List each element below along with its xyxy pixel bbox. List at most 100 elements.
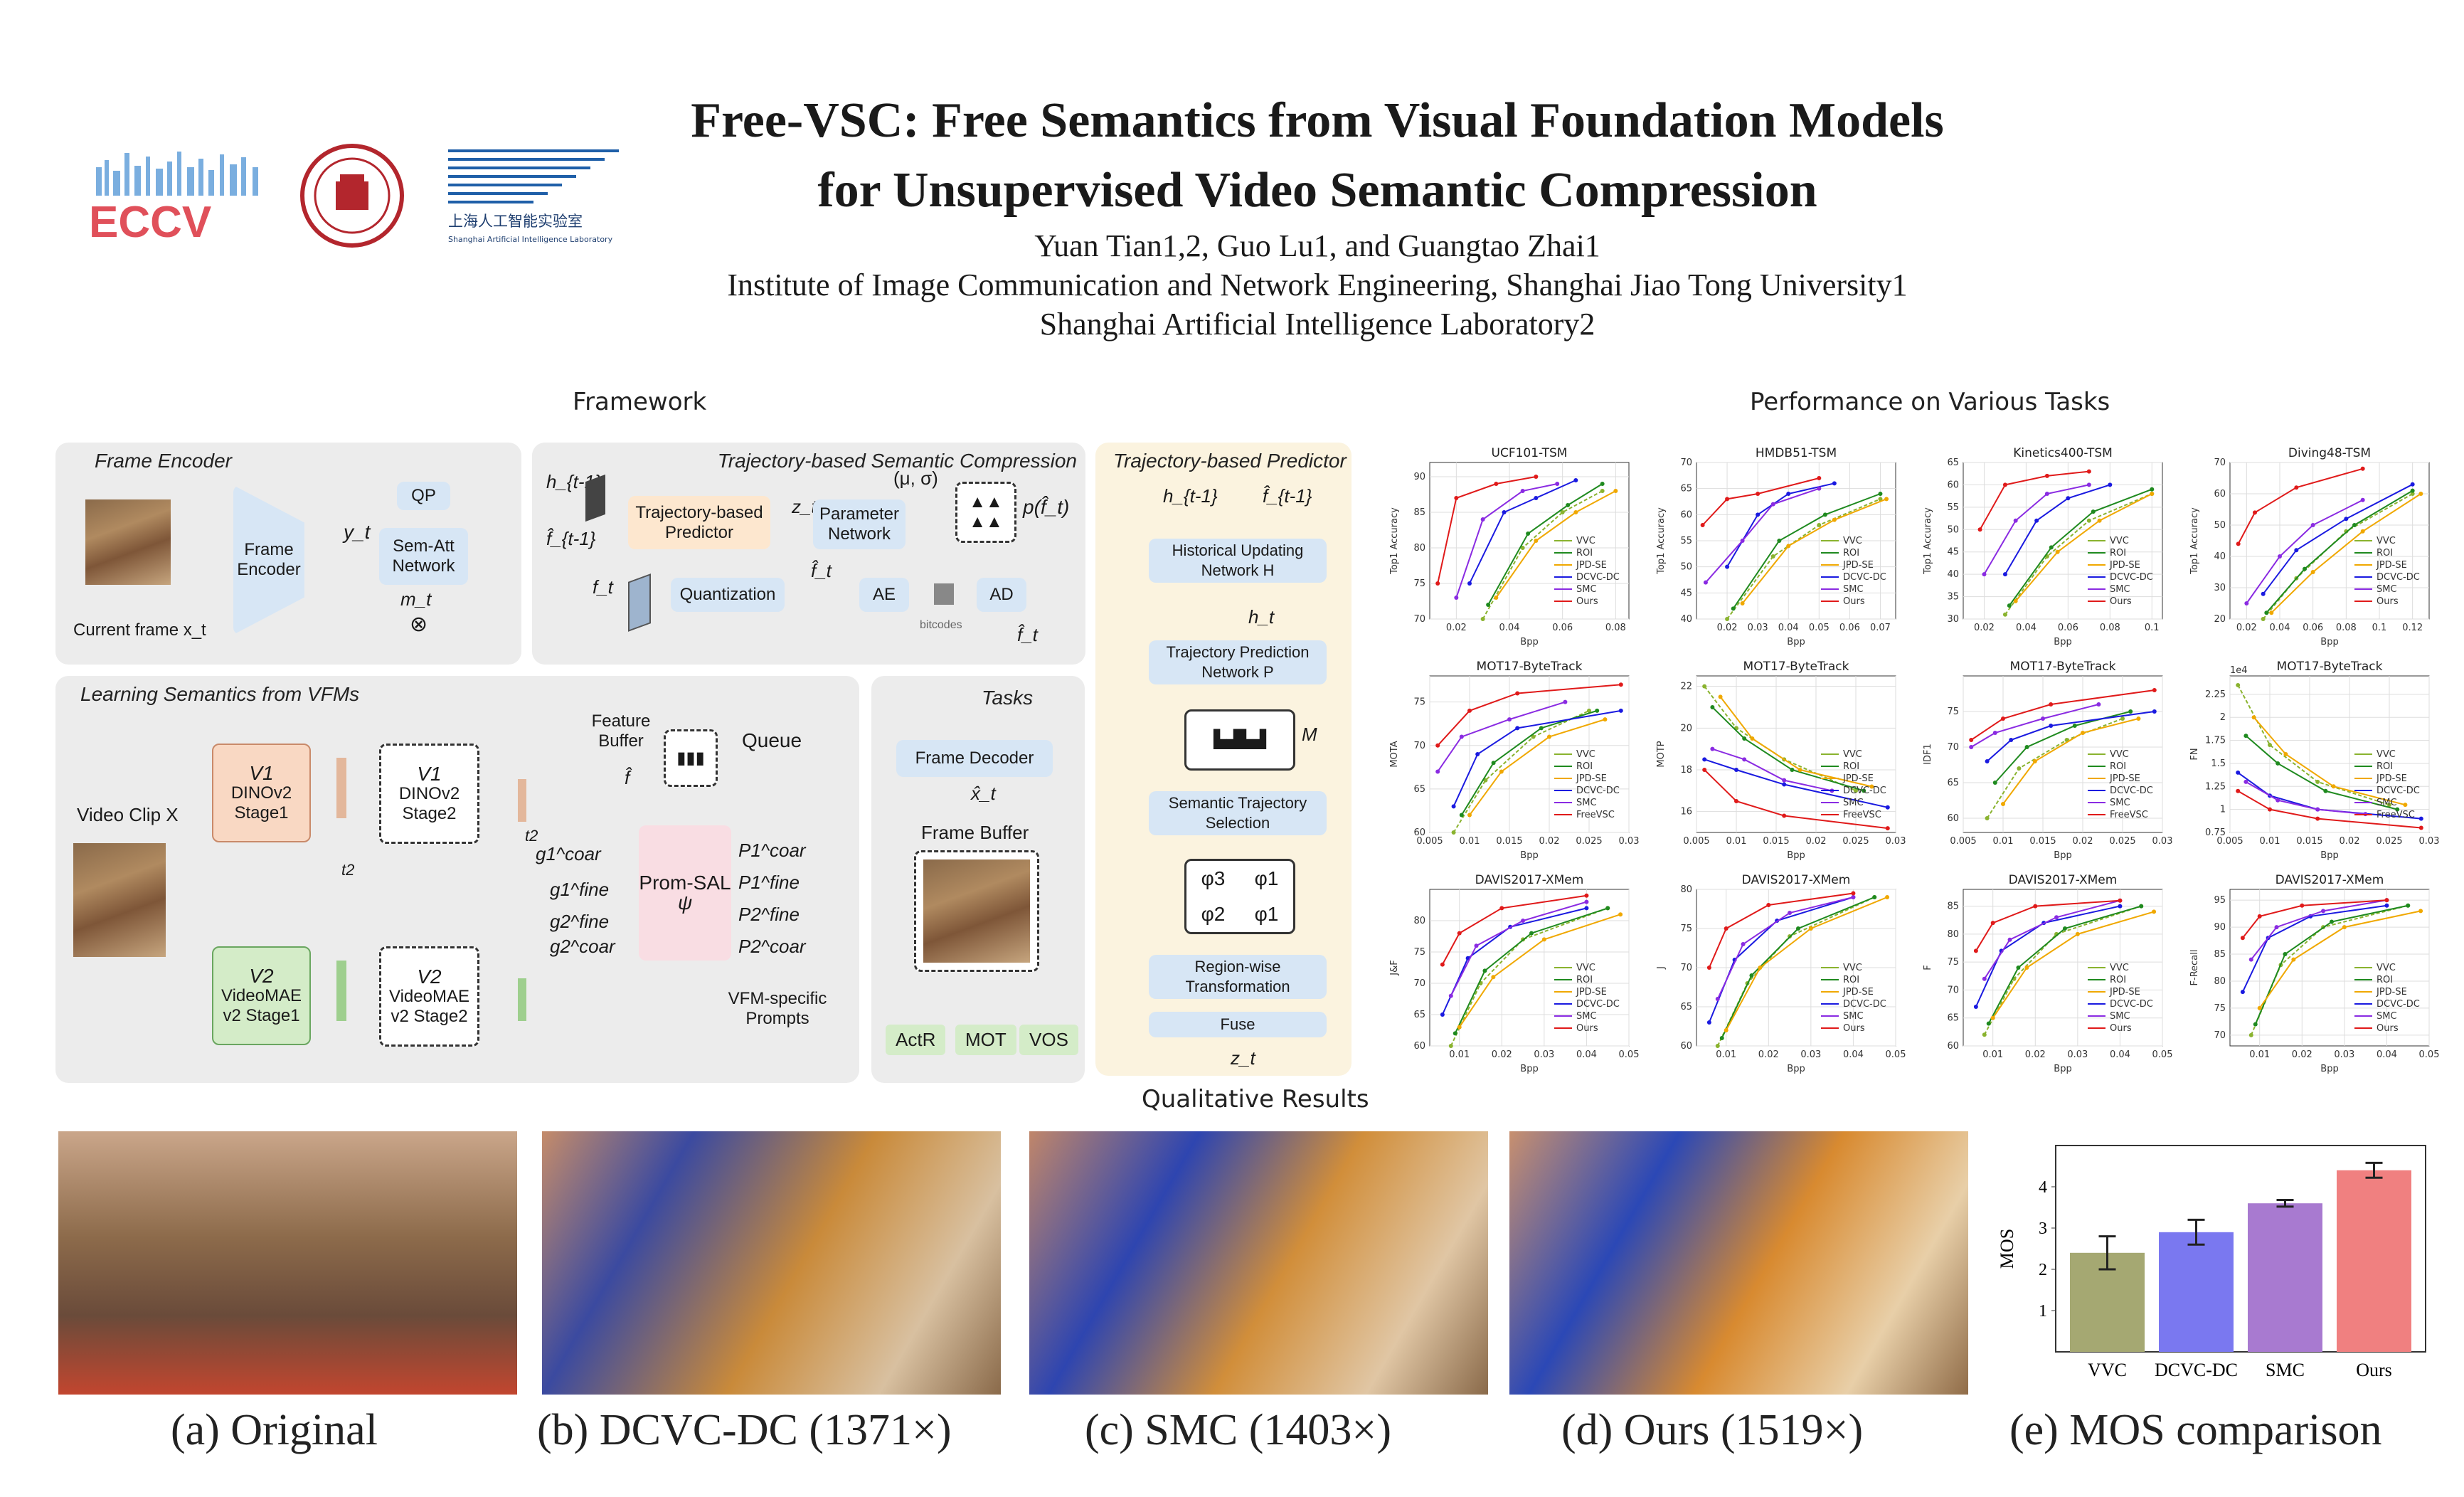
chart-frame [1429,675,1630,833]
y-tick-label: 60 [1947,813,1959,824]
data-point [2418,816,2423,821]
legend-label: JPD-SE [2109,560,2140,571]
data-point [2342,925,2347,930]
legend-label: VVC [2377,963,2396,973]
legend-label: SMC [2110,798,2130,808]
title-line-2: for Unsupervised Video Semantic Compress… [817,163,1817,218]
data-point [1990,1015,1995,1020]
legend-label: VVC [1843,749,1862,760]
data-point [1710,746,1715,751]
legend-label: JPD-SE [2376,987,2407,998]
data-point [2253,510,2257,515]
y-tick-label: 1 [2220,805,2226,815]
series-line [2002,718,2139,805]
y-tick-label: 22 [1680,682,1692,692]
x-tick-label: 0.015 [2029,836,2056,847]
x-tick-label: 0.07 [1870,623,1891,633]
data-point [2243,779,2248,784]
data-point [2395,807,2400,812]
x-tick-label: 0.01 [2249,1049,2270,1060]
chart-title: DAVIS2017-XMem [1742,873,1851,887]
x-tick-label: 0.04 [1499,623,1520,633]
data-point [1969,738,1974,742]
legend-label: DCVC-DC [2110,785,2153,796]
dino2-label: DINOv2 Stage2 [398,783,460,823]
legend-label: VVC [2377,749,2396,760]
x-tick-label: 0.03 [1619,836,1640,847]
t2-label-1: t2 [341,861,355,879]
task-mot: MOT [955,1025,1016,1055]
data-point [1451,804,1456,809]
x-tick-label: 0.02 [1446,623,1467,633]
phi1a: φ1 [1254,867,1279,889]
data-point [1613,489,1618,493]
data-point [1435,581,1440,586]
x-tick-label: 0.03 [2334,1049,2354,1060]
g2-fine: g2^fine [550,911,610,932]
series-line [1983,905,2142,1035]
traj-pred-title: Trajectory-based Predictor [1113,450,1347,472]
x-tick-label: 0.01 [2260,836,2280,847]
y-tick-label: 75 [1947,707,1959,717]
y-tick-label: 95 [2214,895,2226,906]
trajectory-predictor-panel: Trajectory-based Predictor h_{t-1} f̂_{t… [1095,443,1352,1076]
series-line [2004,493,2152,615]
axis-annotation: 1e4 [2230,665,2248,676]
data-point [1982,1032,1987,1037]
legend-label: SMC [2377,1011,2397,1022]
data-point [2283,952,2288,957]
v1-label: V1 [249,761,274,784]
legend-label: ROI [2377,548,2393,559]
legend-label: JPD-SE [1576,560,1607,571]
x-tick-label: 0.04 [1576,1049,1597,1060]
data-point [2268,807,2272,812]
y-tick-label: 60 [1680,1041,1692,1052]
data-point [1480,617,1485,621]
series-line [1975,899,2120,951]
feature-buffer-label: Feature Buffer [591,712,651,751]
legend-label: ROI [1576,975,1593,985]
data-point [1734,799,1738,803]
mos-y-label: MOS [1997,1229,2017,1269]
series-line [1450,907,1608,1047]
data-point [2236,770,2241,775]
data-point [2150,492,2155,496]
data-point [2041,716,2045,721]
data-point [2278,554,2282,559]
series-line [1979,470,2089,530]
historical-updating-network: Historical Updating Network H [1149,539,1327,583]
g1-fine: g1^fine [550,879,610,900]
chart-title: Diving48-TSM [2288,446,2371,460]
legend-label: FreeVSC [2377,810,2415,820]
data-point [2321,909,2326,914]
x-tick-label: 0.05 [2152,1049,2173,1060]
mos-category-label: SMC [2266,1360,2305,1380]
legend-label: VVC [2110,536,2129,546]
legend-label: Ours [2377,1023,2399,1034]
v2-label-2: V2 [417,965,442,988]
data-point [2120,716,2125,721]
data-point [2072,724,2077,728]
data-point [2097,518,2102,523]
series-line [1437,701,1566,773]
series-line [2237,467,2363,544]
f-hat-prev-label: f̂_{t-1} [546,528,596,549]
data-point [1520,546,1525,550]
legend-label: SMC [1576,798,1597,808]
x-tick-label: 0.02 [1717,623,1738,633]
parameter-network: Parameter Network [813,499,906,549]
x-tick-label: 0.02 [1492,1049,1512,1060]
series-line [1726,498,1881,620]
data-point [1573,478,1578,482]
x-tick-label: 0.04 [2110,1049,2130,1060]
frame-encoder-title: Frame Encoder [95,450,232,472]
series-line [1721,896,1875,1039]
x-axis-label: Bpp [1787,850,1805,861]
series-line [1437,684,1621,746]
data-point [1851,895,1856,899]
f-hat-t-out-label: f̂_t [1017,624,1038,645]
x-tick-label: 0.025 [2376,836,2402,847]
data-point [1486,603,1491,607]
data-point [2360,466,2365,471]
